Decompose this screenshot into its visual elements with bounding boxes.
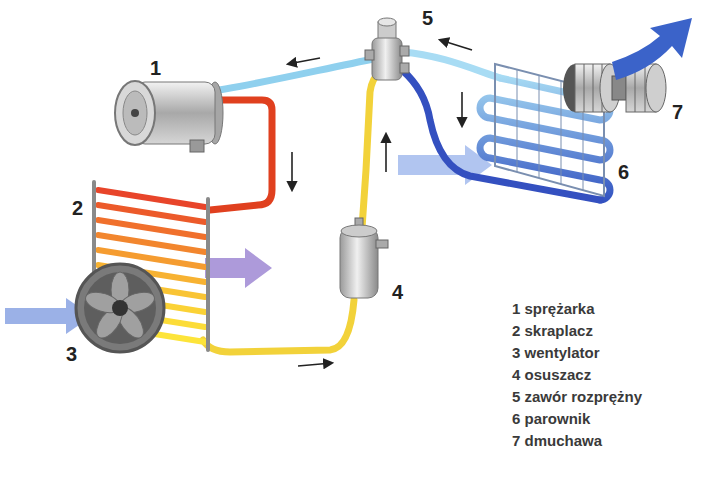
- flow-arrows-part: [385, 134, 387, 172]
- evaporator-part: [539, 75, 540, 178]
- expansion-valve-part: [400, 46, 409, 56]
- callout-number: 1: [150, 56, 161, 80]
- legend-line: 1 sprężarka: [512, 300, 595, 318]
- legend-line: 3 wentylator: [512, 344, 600, 362]
- callout-number: 7: [672, 100, 683, 124]
- expansion-valve-part: [372, 38, 402, 80]
- compressor: [115, 81, 223, 152]
- legend-line: 4 osuszacz: [512, 366, 591, 384]
- receiver-drier-part: [340, 228, 378, 298]
- pipes-part: [203, 300, 354, 352]
- condenser-part: [98, 205, 205, 222]
- pipes-part: [205, 58, 378, 92]
- blower-part: [584, 64, 585, 112]
- condenser-part: [98, 220, 205, 237]
- legend-line: 5 zawór rozprężny: [512, 388, 642, 406]
- condenser-part: [206, 199, 210, 350]
- pipes-part: [402, 52, 500, 78]
- flow-arrows: [288, 40, 472, 366]
- fan: [76, 264, 164, 352]
- legend-line: 2 skraplacz: [512, 322, 593, 340]
- flow-arrows-part: [440, 40, 472, 50]
- callout-number: 2: [72, 196, 83, 220]
- blower-part: [646, 64, 666, 112]
- condenser-part: [98, 235, 205, 252]
- callout-number: 4: [392, 280, 403, 304]
- callout-number: 5: [422, 6, 433, 30]
- legend-line: 7 dmuchawa: [512, 432, 602, 450]
- blower-part: [612, 76, 626, 100]
- warm-air-arrow-part: [205, 248, 272, 288]
- callout-number: 6: [618, 160, 629, 184]
- expansion-valve-part: [378, 18, 396, 26]
- warm-air-arrow: [205, 248, 272, 288]
- compressor-part: [131, 109, 139, 117]
- pipes: [203, 52, 610, 352]
- fan-part: [76, 264, 164, 352]
- receiver-drier: [340, 218, 388, 298]
- cold-air-arrow-part: [612, 18, 692, 80]
- flow-arrows-part: [288, 58, 320, 64]
- flow-arrows-part: [298, 363, 332, 366]
- pipes-part: [362, 72, 380, 228]
- callout-number: 3: [66, 342, 77, 366]
- blower-part: [645, 64, 646, 112]
- blower-part: [593, 64, 594, 112]
- expansion-valve: [365, 18, 409, 80]
- cold-air-arrow: [612, 18, 692, 80]
- compressor-part: [190, 140, 204, 152]
- evaporator-part: [517, 70, 518, 172]
- receiver-drier-part: [376, 240, 388, 248]
- condenser-part: [98, 190, 205, 207]
- evaporator-part: [561, 81, 562, 184]
- expansion-valve-part: [400, 63, 409, 73]
- receiver-drier-part: [341, 225, 377, 237]
- flow-arrows-part: [461, 92, 463, 126]
- compressor-part: [123, 91, 147, 135]
- fan-part: [112, 300, 128, 316]
- flow-arrows-part: [291, 152, 293, 190]
- compressor-part: [115, 81, 155, 145]
- expansion-valve-part: [365, 50, 374, 60]
- legend-line: 6 parownik: [512, 410, 590, 428]
